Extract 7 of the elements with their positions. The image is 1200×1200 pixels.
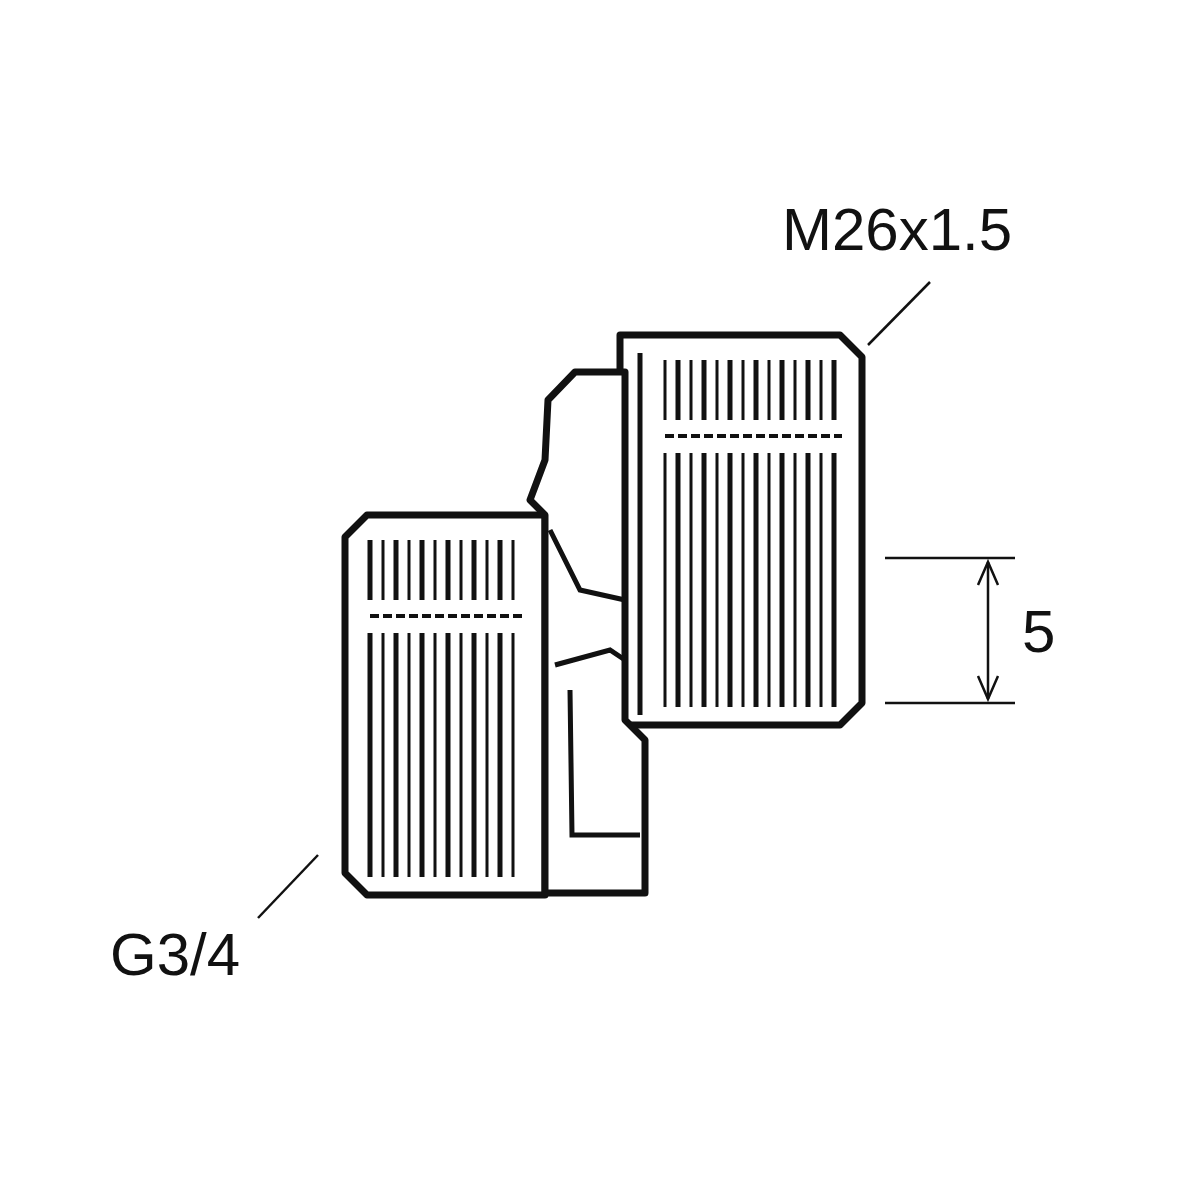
- dimension-value: 5: [1022, 602, 1056, 662]
- threaded-end-drawing: [341, 511, 549, 899]
- threaded-end-drawing: [526, 331, 866, 897]
- thread-size-label: M26x1.5: [782, 200, 1013, 260]
- leader-line: [867, 281, 931, 346]
- leader-line: [257, 854, 319, 919]
- thread-size-label: G3/4: [110, 925, 241, 985]
